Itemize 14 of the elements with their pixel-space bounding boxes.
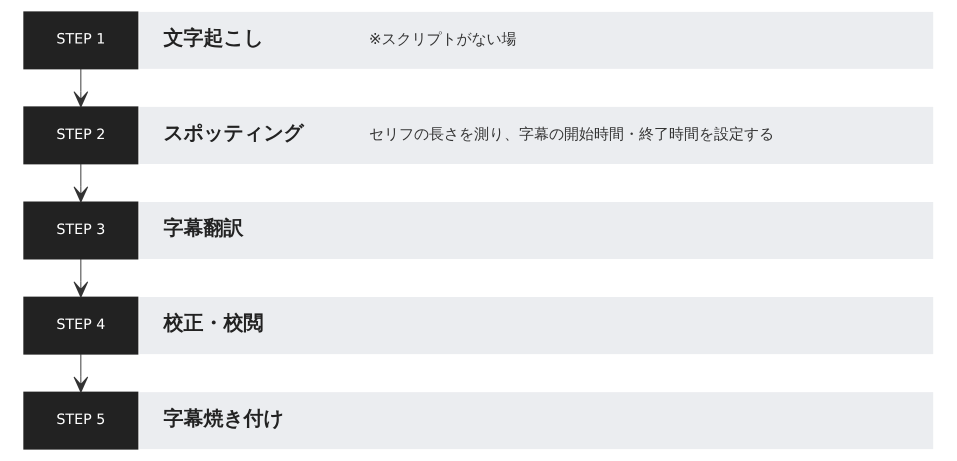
arrow	[74, 68, 88, 108]
node-box: STEP 2	[23, 106, 138, 164]
arrow	[74, 354, 88, 393]
node-box: スポッティング セリフの長さを測り、字幕の開始時間・終了時間を設定する	[139, 106, 934, 164]
arrow	[74, 163, 88, 202]
node-box: 文字起こし ※スクリプトがない場	[139, 12, 934, 69]
node-box: STEP 3	[23, 202, 138, 260]
arrow	[74, 258, 88, 298]
node-box: 字幕翻訳	[139, 202, 934, 260]
node-box: 校正・校閲	[139, 297, 934, 354]
node-box: STEP 4	[23, 296, 138, 355]
node-box: STEP 5	[23, 392, 138, 450]
node-box: STEP 1	[23, 11, 138, 70]
node-box: 字幕焼き付け	[139, 392, 934, 450]
